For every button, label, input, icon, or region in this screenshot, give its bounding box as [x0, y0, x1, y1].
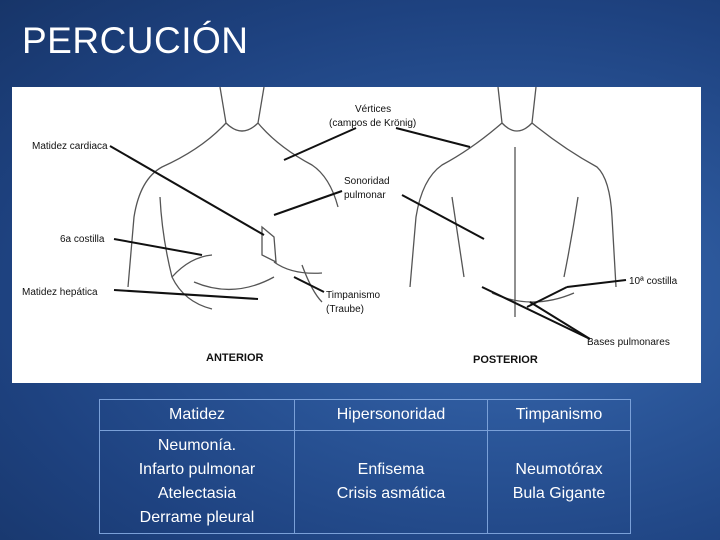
cell-line: Bula Gigante [512, 485, 606, 502]
header-matidez: Matidez [99, 399, 295, 431]
cell-line: Crisis asmática [336, 485, 446, 502]
label-anterior: ANTERIOR [206, 352, 264, 364]
anterior-torso-outline [127, 87, 339, 310]
percussion-table: Matidez Hipersonoridad Timpanismo Neumon… [99, 399, 631, 534]
label-posterior: POSTERIOR [473, 354, 538, 366]
cell-timpanismo: Neumotórax Bula Gigante [487, 430, 631, 534]
cell-line: Neumonía. [157, 437, 237, 454]
label-bases-pulmonares: Bases pulmonares [587, 337, 670, 348]
table-header-row: Matidez Hipersonoridad Timpanismo [99, 399, 631, 431]
header-timpanismo: Timpanismo [487, 399, 631, 431]
label-matidez-hepatica: Matidez hepática [22, 287, 98, 298]
label-vertices-sub: (campos de Krönig) [329, 118, 416, 129]
cell-line: Enfisema [357, 461, 425, 478]
label-sonoridad: Sonoridad [344, 176, 390, 187]
cell-line: Neumotórax [515, 461, 603, 478]
pointer-lines [109, 127, 627, 340]
table-row: Neumonía. Infarto pulmonar Atelectasia D… [99, 430, 631, 534]
slide-title: PERCUCIÓN [22, 20, 249, 61]
anatomy-labels: Vértices (campos de Krönig) Matidez card… [22, 104, 678, 366]
label-timpanismo-sub: (Traube) [326, 304, 364, 315]
cell-matidez: Neumonía. Infarto pulmonar Atelectasia D… [99, 430, 295, 534]
cell-hipersonoridad: Enfisema Crisis asmática [294, 430, 488, 534]
label-sexta-costilla: 6a costilla [60, 234, 105, 245]
torso-illustration: Vértices (campos de Krönig) Matidez card… [22, 87, 678, 366]
label-timpanismo: Timpanismo [326, 290, 381, 301]
cell-line: Infarto pulmonar [138, 461, 256, 478]
percussion-diagram: Vértices (campos de Krönig) Matidez card… [12, 87, 701, 383]
label-vertices: Vértices [355, 104, 391, 115]
header-hipersonoridad: Hipersonoridad [294, 399, 488, 431]
cell-line: Atelectasia [157, 485, 237, 502]
posterior-torso-outline [409, 87, 617, 317]
label-matidez-cardiaca: Matidez cardiaca [32, 141, 108, 152]
label-sonoridad-sub: pulmonar [344, 190, 386, 201]
label-decima-costilla: 10ª costilla [629, 276, 678, 287]
cell-line: Derrame pleural [139, 509, 255, 526]
